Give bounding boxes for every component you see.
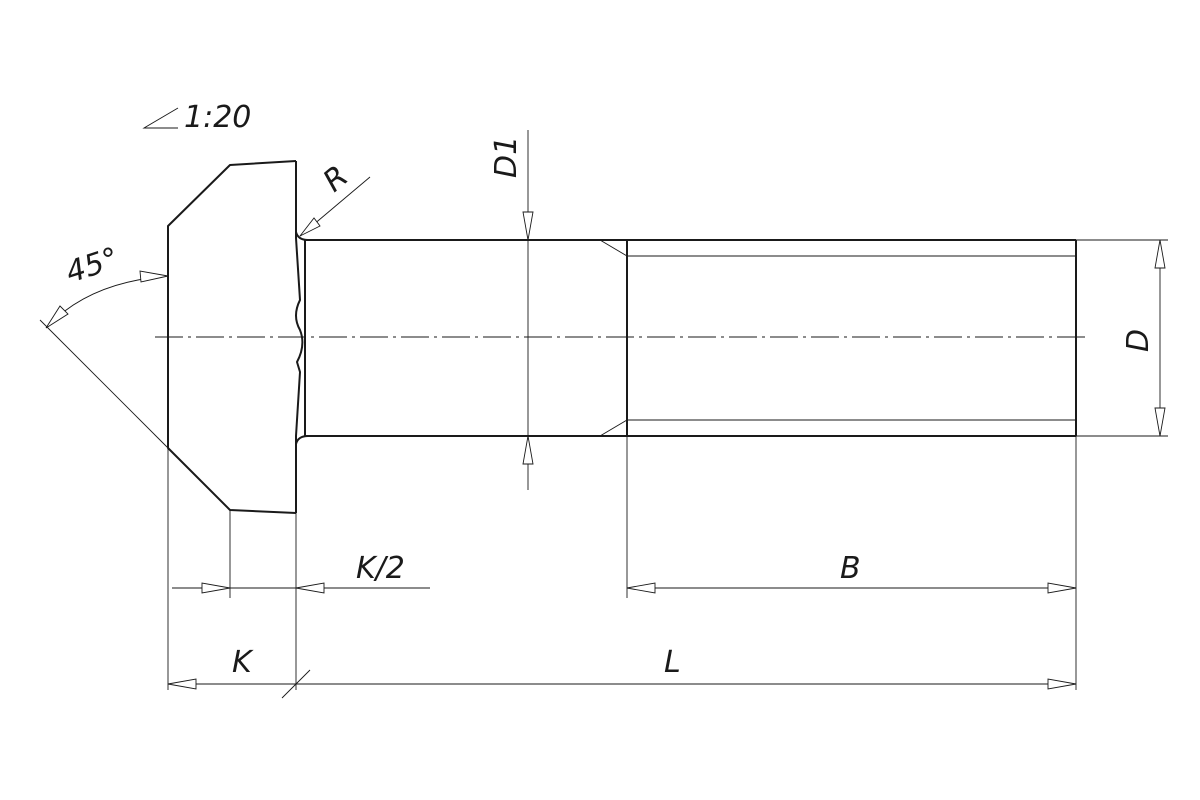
extension-lines <box>39 239 1168 690</box>
bolt-outline <box>167 160 1077 514</box>
d-dimension: D <box>1121 239 1166 437</box>
taper-symbol-icon <box>142 107 179 129</box>
head-bearing-face <box>295 161 304 513</box>
k-half-arrow-left <box>201 582 231 594</box>
l-dimension: L <box>296 645 1077 690</box>
fillet-bottom <box>295 435 309 445</box>
taper-callout: 1:20 <box>142 100 251 135</box>
angle-arc <box>47 275 169 327</box>
d-arrow-bottom <box>1154 407 1166 437</box>
k-dimension: K <box>167 645 311 699</box>
k-half-arrow-right <box>295 582 325 594</box>
b-arrow-right <box>1047 582 1077 594</box>
angle-dimension: 45° <box>45 241 169 329</box>
d-arrow-top <box>1154 239 1166 269</box>
k-half-label: K/2 <box>356 551 405 586</box>
d1-label: D1 <box>489 136 524 178</box>
d1-arrow-bottom <box>522 435 534 465</box>
taper-label: 1:20 <box>184 100 251 135</box>
b-arrow-left <box>626 582 656 594</box>
k-half-dimension: K/2 <box>172 551 430 594</box>
angle-arrow-right <box>139 270 169 283</box>
radius-arrow <box>299 217 321 237</box>
d1-dimension: D1 <box>489 130 534 490</box>
k-arrow-left <box>167 678 197 690</box>
l-label: L <box>664 645 681 680</box>
thread-runout-top <box>599 239 628 257</box>
angle-arrow-left <box>45 305 69 329</box>
b-label: B <box>840 551 861 586</box>
k-label: K <box>232 645 254 680</box>
radius-label: R <box>317 159 355 199</box>
angle-label: 45° <box>62 241 123 291</box>
d1-arrow-top <box>522 211 534 241</box>
radius-callout: R <box>299 159 371 237</box>
ext-line-angle <box>39 319 169 449</box>
thread-runout-bottom <box>599 419 628 437</box>
l-arrow-right <box>1047 678 1077 690</box>
b-dimension: B <box>626 551 1077 594</box>
d-label: D <box>1121 329 1156 352</box>
